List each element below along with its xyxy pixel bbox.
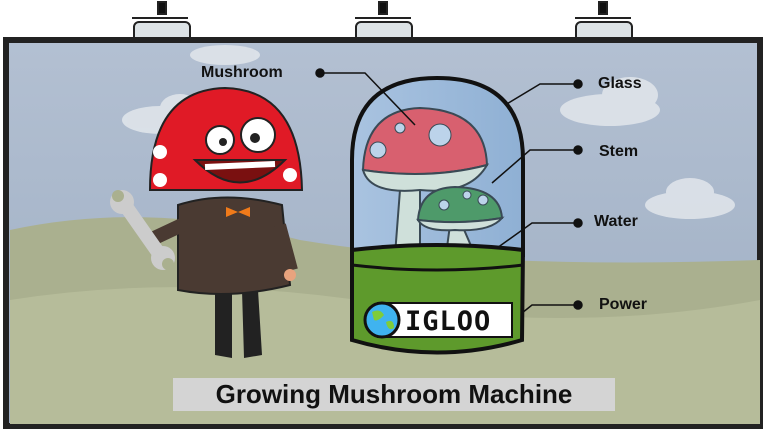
- wrench-icon: [110, 190, 175, 270]
- leader-lines: [315, 68, 583, 314]
- label-power: Power: [599, 296, 648, 313]
- mushroom-character: [110, 86, 304, 358]
- label-stem: Stem: [599, 143, 639, 160]
- globe-icon: [363, 301, 401, 339]
- label-water: Water: [594, 213, 638, 230]
- diagram-title: Growing Mushroom Machine: [173, 378, 615, 411]
- label-mushroom: Mushroom: [201, 64, 283, 81]
- mushroom-machine: [350, 75, 526, 355]
- igloo-brand-label: IGLOO: [405, 306, 492, 337]
- label-glass: Glass: [598, 75, 642, 92]
